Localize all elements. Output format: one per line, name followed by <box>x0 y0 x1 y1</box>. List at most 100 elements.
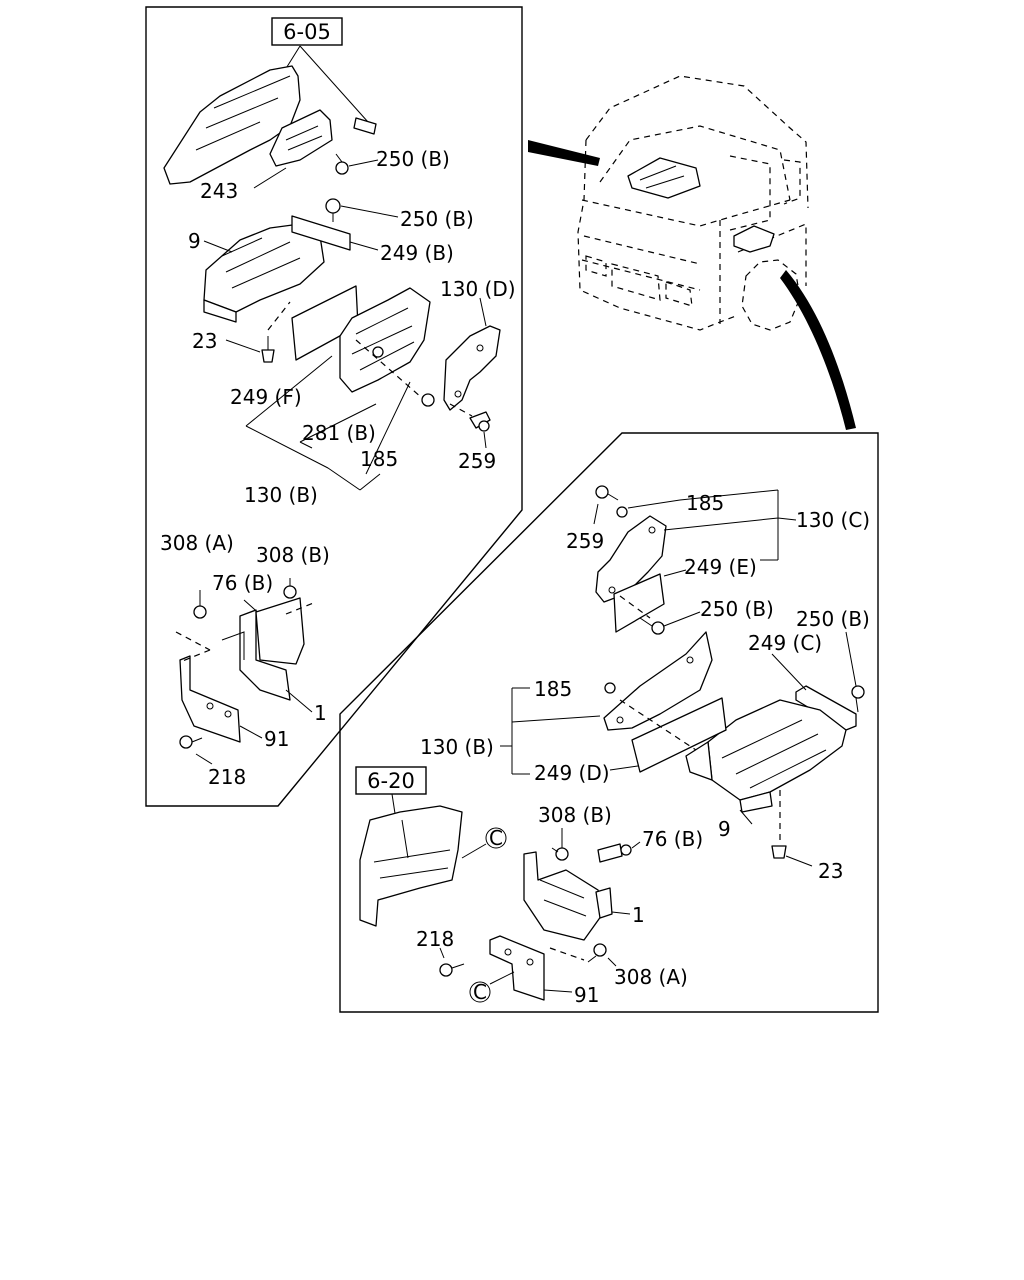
bolt-308b-icon <box>551 847 569 861</box>
bolt-308a-icon <box>587 943 607 963</box>
leader <box>253 159 379 189</box>
step-body-9 <box>203 215 351 323</box>
right-panel-frame <box>339 432 879 1013</box>
part-label-243: 243 <box>200 179 238 203</box>
part-label-250b: 250 (B) <box>796 607 870 631</box>
part-label-130b: 130 (B) <box>244 483 318 507</box>
part-label-130d: 130 (D) <box>440 277 516 301</box>
reference-label: 6-05 <box>283 20 331 44</box>
dashed-guide <box>175 601 317 663</box>
plate-91 <box>489 935 545 1001</box>
group-bracket-130b <box>245 355 411 491</box>
part-label-23: 23 <box>192 329 217 353</box>
part-label-185: 185 <box>686 491 724 515</box>
leader <box>225 339 261 353</box>
part-label-308b: 308 (B) <box>256 543 330 567</box>
dashed-guide <box>449 403 473 417</box>
part-label-250b: 250 (B) <box>700 597 774 621</box>
part-label-76b: 76 (B) <box>212 571 273 595</box>
part-label-259: 259 <box>566 529 604 553</box>
truck-cab-illustration <box>577 75 809 331</box>
leader <box>195 689 313 765</box>
leader <box>593 489 797 577</box>
part-label-218: 218 <box>208 765 246 789</box>
part-label-130b: 130 (B) <box>420 735 494 759</box>
callout-letter: C <box>489 826 503 850</box>
fender-liner-assembly <box>359 805 463 927</box>
bolt-23-icon <box>771 790 787 859</box>
part-label-249c: 249 (C) <box>748 631 822 655</box>
bracket-281b <box>339 287 435 407</box>
right-panel-labels: 185 130 (C) 259 249 (E) 250 (B) 250 (B) … <box>416 491 870 1007</box>
part-label-76b: 76 (B) <box>642 827 703 851</box>
bolt-250b-icon <box>639 617 665 635</box>
left-panel-frame <box>145 6 523 807</box>
part-label-281b: 281 (B) <box>302 421 376 445</box>
part-label-23: 23 <box>818 859 843 883</box>
dashed-guide <box>549 947 585 961</box>
callout-c-icon[interactable]: C <box>469 980 491 1004</box>
pointer-arrow <box>780 270 856 430</box>
leader <box>340 205 399 218</box>
part-label-249f: 249 (F) <box>230 385 302 409</box>
dashed-guide <box>267 301 291 331</box>
bolt-308b-icon <box>283 578 297 599</box>
leader <box>771 631 857 691</box>
leader <box>483 431 487 449</box>
part-label-185: 185 <box>534 677 572 701</box>
part-label-249b: 249 (B) <box>380 241 454 265</box>
plate-130d <box>443 325 501 411</box>
bracket-1 <box>221 597 305 701</box>
part-label-249e: 249 (E) <box>684 555 757 579</box>
dashed-guide <box>619 699 697 751</box>
bolt-76b-icon <box>597 843 632 863</box>
plate-91 <box>179 655 241 743</box>
part-label-218: 218 <box>416 927 454 951</box>
leader <box>561 828 641 915</box>
cover-panel-243 <box>163 65 333 185</box>
plate-130b <box>603 631 713 731</box>
leader <box>461 843 487 859</box>
bolt-259-icon <box>595 485 619 501</box>
part-label-185: 185 <box>360 447 398 471</box>
leader <box>500 687 639 775</box>
pointer-arrow <box>528 140 600 166</box>
part-label-308a: 308 (A) <box>614 965 688 989</box>
bolt-259-icon <box>469 411 491 432</box>
part-label-259: 259 <box>458 449 496 473</box>
callout-letter: C <box>473 980 487 1004</box>
bolt-185-icon <box>616 506 628 518</box>
leader <box>739 809 813 867</box>
bolt-23-icon <box>261 336 275 363</box>
leader <box>663 611 701 627</box>
part-label-250b: 250 (B) <box>376 147 450 171</box>
step-body-9 <box>685 699 847 813</box>
leader <box>203 240 379 253</box>
part-label-1: 1 <box>632 903 645 927</box>
bolt-250b-icon <box>325 198 341 222</box>
reference-box-6-20[interactable]: 6-20 <box>355 766 427 795</box>
part-label-1: 1 <box>314 701 327 725</box>
gasket-249e <box>613 573 665 633</box>
bolt-218-icon <box>439 963 465 977</box>
bolt-218-icon <box>179 735 203 749</box>
part-label-308a: 308 (A) <box>160 531 234 555</box>
bolt-308a-icon <box>193 590 207 619</box>
gasket-249d <box>631 697 727 773</box>
reference-label: 6-20 <box>367 769 415 793</box>
part-label-130c: 130 (C) <box>796 508 870 532</box>
bracket-1 <box>523 851 613 941</box>
part-label-91: 91 <box>264 727 289 751</box>
reference-box-6-05[interactable]: 6-05 <box>271 17 343 46</box>
left-panel-labels: 250 (B) 243 250 (B) 9 249 (B) 130 (D) 23… <box>160 147 516 789</box>
bolt-icon <box>335 117 377 175</box>
leader <box>479 297 487 327</box>
callout-c-icon[interactable]: C <box>485 826 507 850</box>
bolt-185-icon <box>604 682 616 694</box>
part-label-91: 91 <box>574 983 599 1007</box>
part-label-308b: 308 (B) <box>538 803 612 827</box>
bolt-250b-icon <box>851 685 865 713</box>
part-label-9: 9 <box>188 229 201 253</box>
